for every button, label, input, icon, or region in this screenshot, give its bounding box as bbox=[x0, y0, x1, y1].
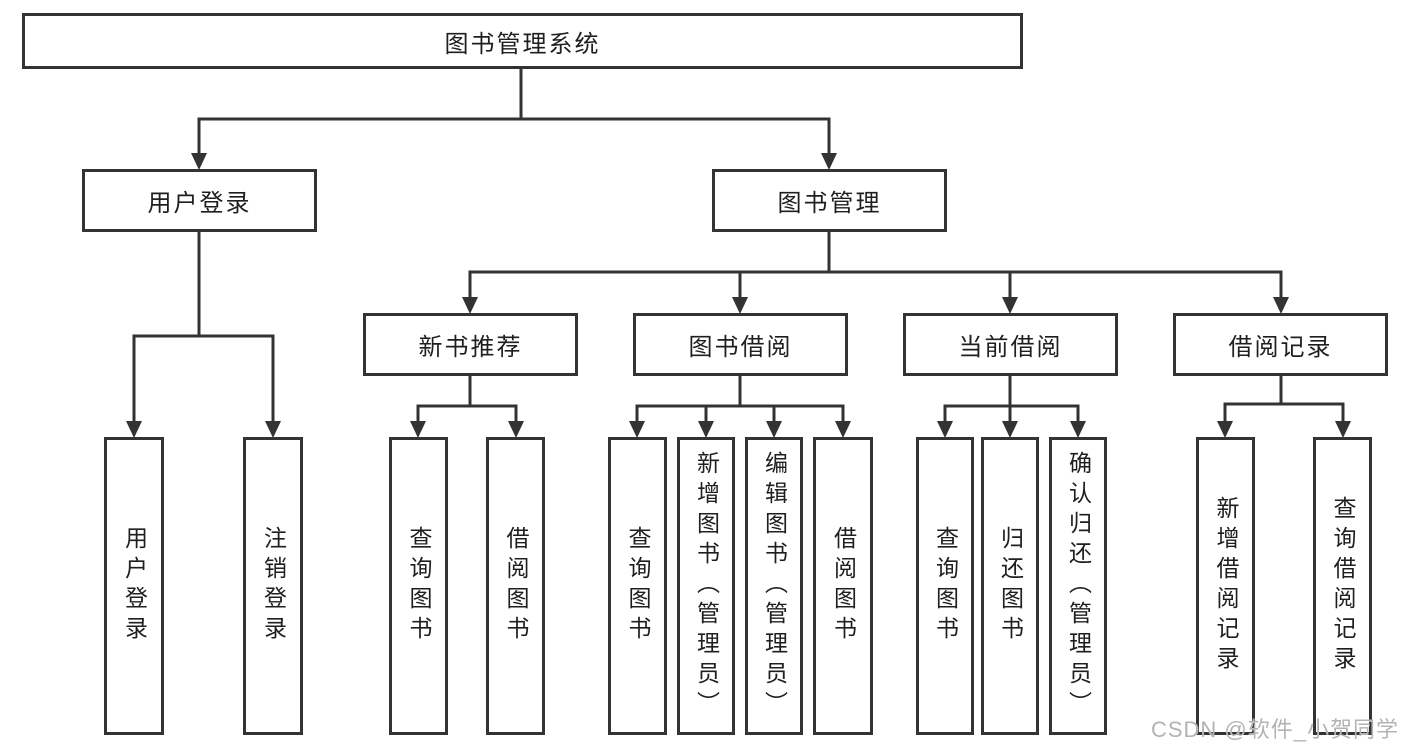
leaf-current-confirm: 确认归还（管理员） bbox=[1049, 437, 1107, 735]
leaf-borrow-edit: 编辑图书（管理员） bbox=[745, 437, 803, 735]
leaf-newbook-borrow-label: 借阅图书 bbox=[503, 526, 529, 646]
watermark: CSDN @软件_小贺同学 bbox=[1150, 717, 1399, 742]
node-borrow-records: 借阅记录 bbox=[1173, 313, 1388, 376]
node-user-login-label: 用户登录 bbox=[147, 190, 252, 217]
leaf-borrow-borrow-label: 借阅图书 bbox=[830, 526, 857, 646]
leaf-borrow-query-label: 查询图书 bbox=[625, 526, 651, 646]
connector-user-login bbox=[126, 230, 281, 438]
node-user-login: 用户登录 bbox=[82, 169, 317, 232]
leaf-borrow-edit-label: 编辑图书（管理员） bbox=[761, 451, 788, 721]
node-borrow-records-label: 借阅记录 bbox=[1228, 334, 1333, 361]
node-book-management-label: 图书管理 bbox=[777, 190, 882, 217]
leaf-borrow-add-label: 新增图书（管理员） bbox=[693, 451, 720, 721]
leaf-logout-label: 注销登录 bbox=[260, 526, 287, 646]
leaf-current-return-label: 归还图书 bbox=[997, 526, 1024, 646]
connector-root bbox=[191, 67, 837, 170]
leaf-logout: 注销登录 bbox=[243, 437, 303, 735]
node-current-borrow-label: 当前借阅 bbox=[958, 334, 1063, 361]
node-book-borrow-label: 图书借阅 bbox=[688, 334, 793, 361]
node-book-management: 图书管理 bbox=[712, 169, 947, 232]
connector-book-borrow bbox=[629, 374, 851, 438]
node-new-book-recommend: 新书推荐 bbox=[363, 313, 578, 376]
leaf-newbook-query: 查询图书 bbox=[389, 437, 448, 735]
node-book-borrow: 图书借阅 bbox=[633, 313, 848, 376]
leaf-borrow-borrow: 借阅图书 bbox=[813, 437, 873, 735]
leaf-borrow-add: 新增图书（管理员） bbox=[677, 437, 735, 735]
node-root: 图书管理系统 bbox=[22, 13, 1023, 69]
node-current-borrow: 当前借阅 bbox=[903, 313, 1118, 376]
node-new-book-recommend-label: 新书推荐 bbox=[418, 334, 523, 361]
leaf-user-login-label: 用户登录 bbox=[121, 526, 148, 646]
leaf-current-query-label: 查询图书 bbox=[932, 526, 959, 646]
node-root-label: 图书管理系统 bbox=[444, 30, 601, 58]
leaf-records-add-label: 新增借阅记录 bbox=[1213, 496, 1239, 676]
leaf-current-query: 查询图书 bbox=[916, 437, 974, 735]
connector-current-borrow bbox=[937, 374, 1086, 438]
connector-borrow-records bbox=[1217, 374, 1351, 438]
connector-book-management bbox=[462, 230, 1289, 314]
leaf-newbook-borrow: 借阅图书 bbox=[486, 437, 545, 735]
leaf-records-query-label: 查询借阅记录 bbox=[1330, 496, 1356, 676]
leaf-borrow-query: 查询图书 bbox=[608, 437, 667, 735]
leaf-current-return: 归还图书 bbox=[981, 437, 1039, 735]
leaf-current-confirm-label: 确认归还（管理员） bbox=[1065, 451, 1092, 721]
connector-new-book bbox=[410, 374, 524, 438]
leaf-newbook-query-label: 查询图书 bbox=[406, 526, 432, 646]
leaf-records-query: 查询借阅记录 bbox=[1313, 437, 1372, 735]
leaf-user-login: 用户登录 bbox=[104, 437, 164, 735]
leaf-records-add: 新增借阅记录 bbox=[1196, 437, 1255, 735]
